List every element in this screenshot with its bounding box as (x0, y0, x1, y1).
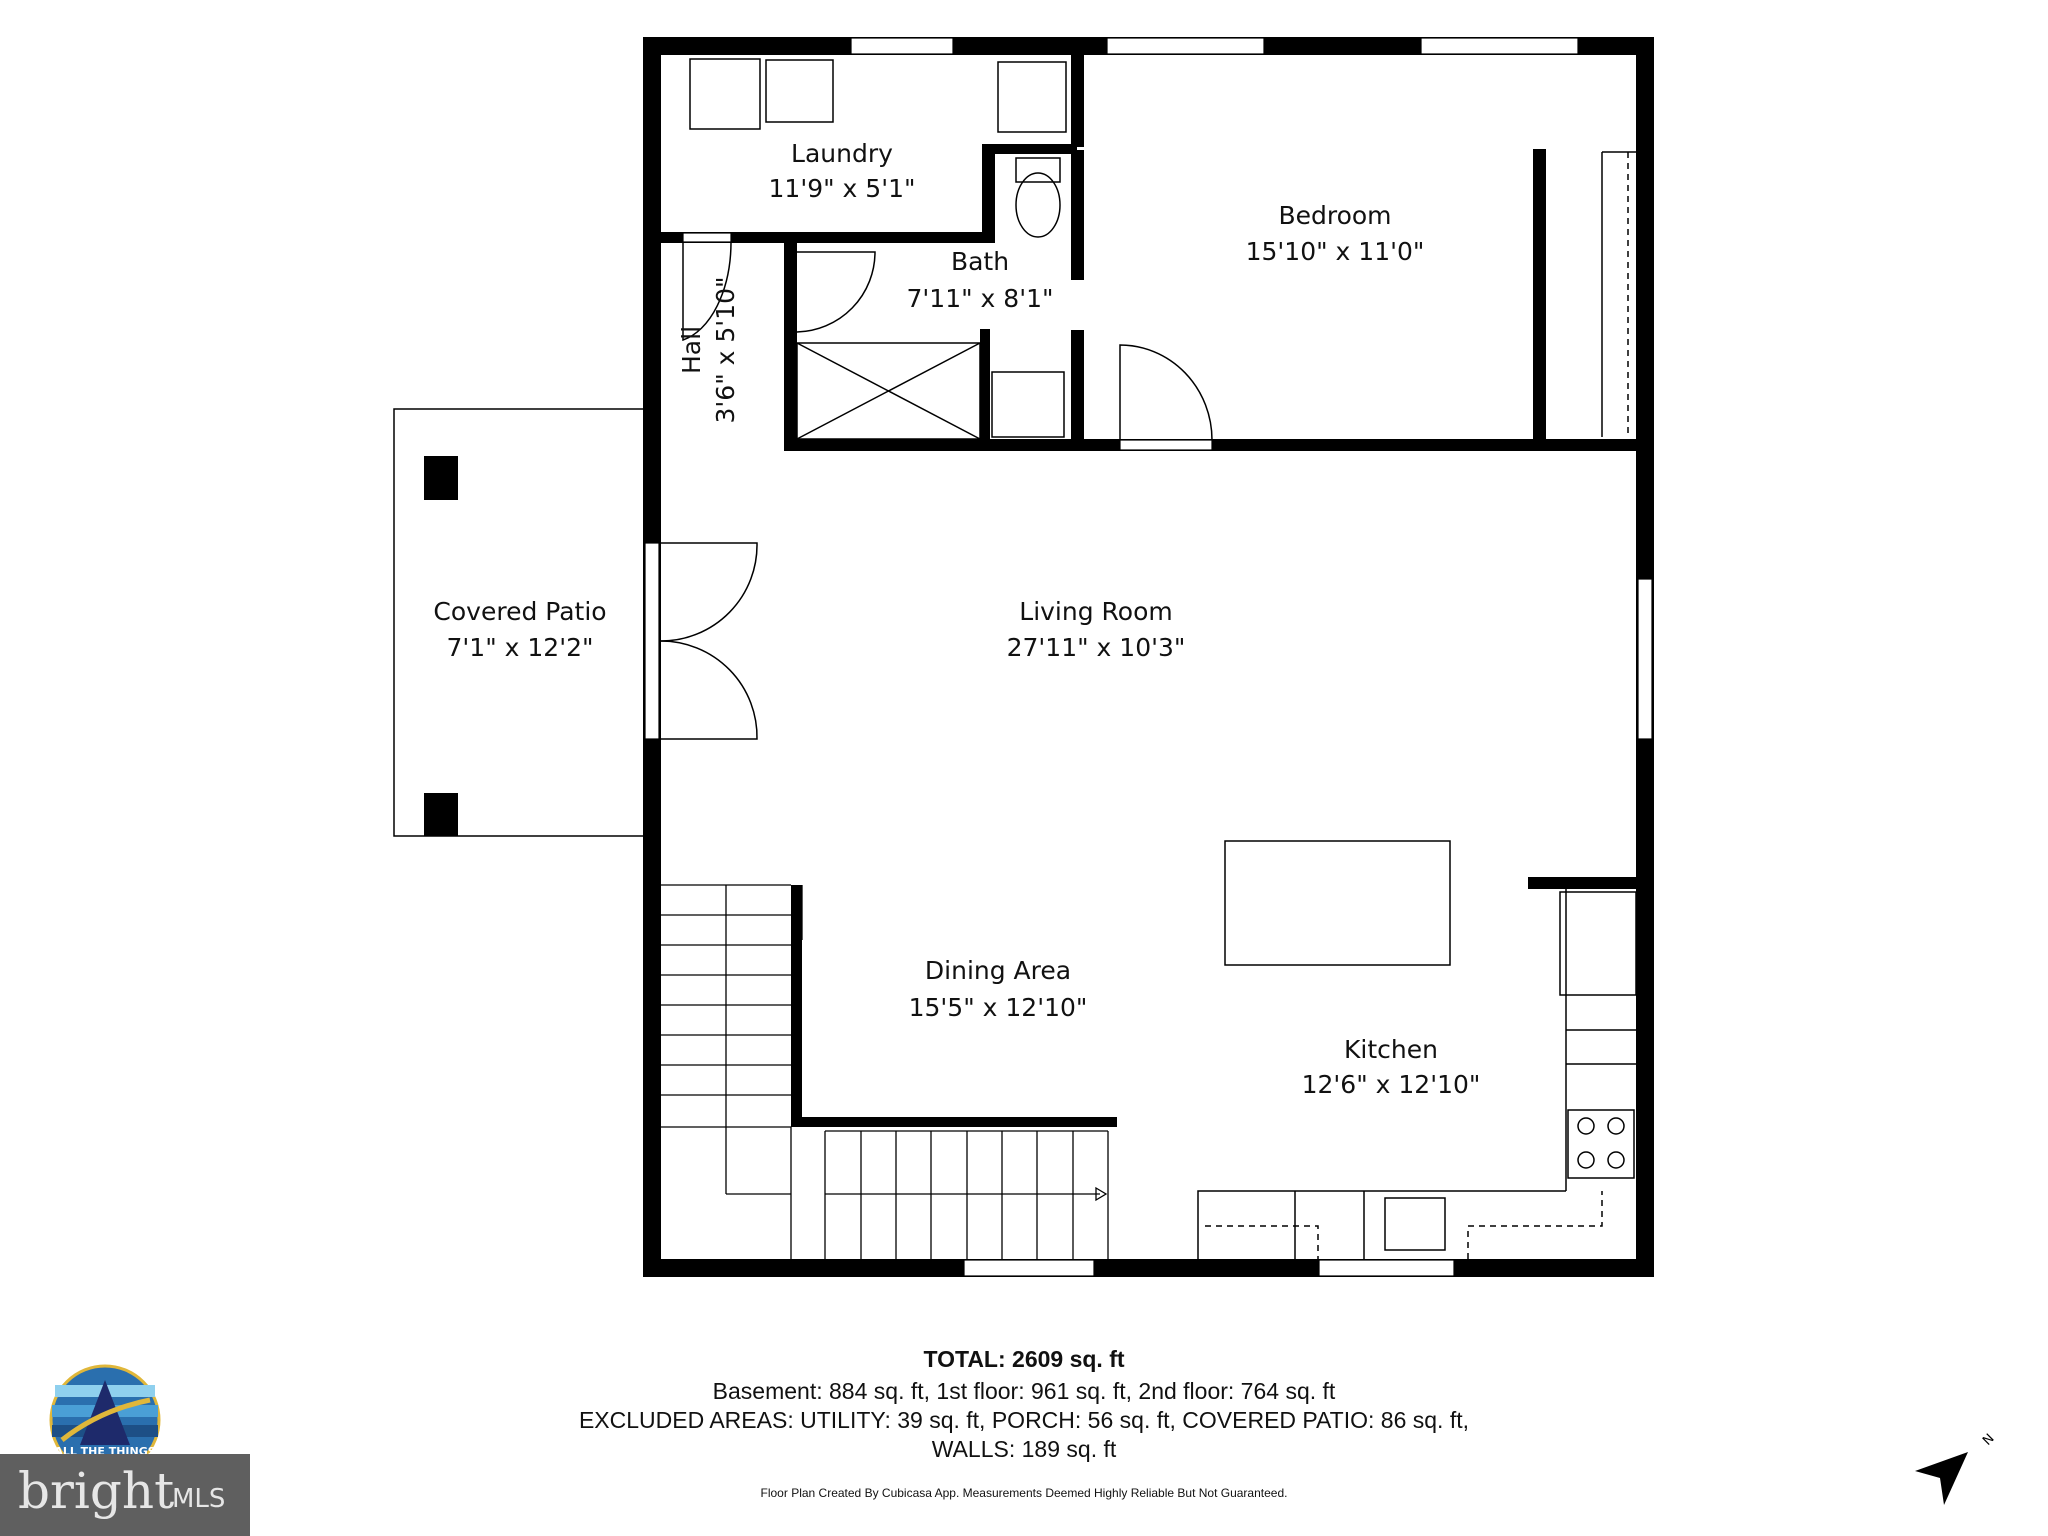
room-dims-covered-patio: 7'1" x 12'2" (447, 633, 594, 662)
room-dims-kitchen: 12'6" x 12'10" (1302, 1070, 1481, 1099)
room-name-covered-patio: Covered Patio (433, 597, 606, 626)
disclaimer: Floor Plan Created By Cubicasa App. Meas… (760, 1486, 1288, 1500)
bright-logo-word: bright (18, 1462, 175, 1520)
room-name-dining-area: Dining Area (925, 956, 1071, 985)
room-dims-bedroom: 15'10" x 11'0" (1246, 237, 1425, 266)
walls-area: WALLS: 189 sq. ft (931, 1436, 1117, 1462)
room-name-laundry: Laundry (791, 139, 893, 168)
patio-post (424, 456, 458, 500)
room-dims-dining-area: 15'5" x 12'10" (909, 993, 1088, 1022)
room-dims-living-room: 27'11" x 10'3" (1007, 633, 1186, 662)
room-dims-hall: 3'6" x 5'10" (711, 277, 740, 424)
room-name-kitchen: Kitchen (1344, 1035, 1438, 1064)
fixtures (689, 58, 1637, 1259)
doors (660, 242, 1213, 740)
room-name-bath: Bath (951, 247, 1009, 276)
floor-areas: Basement: 884 sq. ft, 1st floor: 961 sq.… (712, 1378, 1336, 1404)
stairs (661, 884, 1109, 1259)
bright-logo-mls: MLS (172, 1484, 226, 1514)
room-dims-laundry: 11'9" x 5'1" (769, 174, 916, 203)
room-name-living-room: Living Room (1019, 597, 1172, 626)
room-dims-bath: 7'11" x 8'1" (907, 284, 1054, 313)
covered-patio-outline (393, 408, 643, 837)
kitchen-island (1224, 840, 1451, 966)
excluded-areas: EXCLUDED AREAS: UTILITY: 39 sq. ft, PORC… (578, 1407, 1470, 1433)
room-name-bedroom: Bedroom (1278, 201, 1391, 230)
openings (644, 37, 1653, 1277)
agent-logo: ALL THE THINGS (49, 1364, 161, 1476)
patio-post (424, 793, 458, 836)
room-name-hall: Hall (677, 326, 706, 374)
total-area: TOTAL: 2609 sq. ft (923, 1346, 1125, 1372)
bright-mls-logo: bright MLS (0, 1454, 250, 1536)
